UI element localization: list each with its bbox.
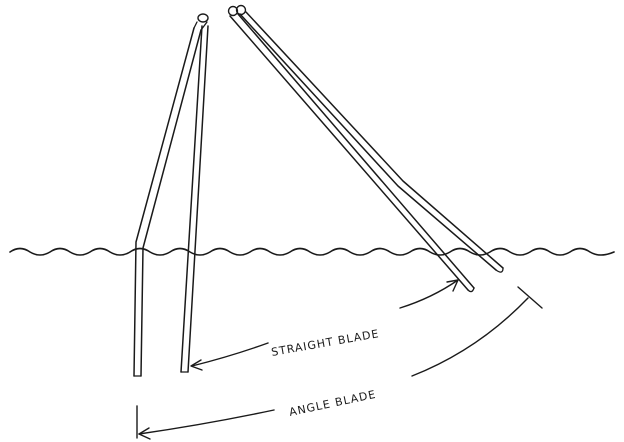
- leaning-angle-pole: [237, 6, 504, 273]
- angle-blade-grip-icon: [198, 14, 208, 22]
- angle-blade-label: ANGLE BLADE: [288, 388, 377, 419]
- water-surface-line: [10, 249, 614, 256]
- straight-blade-pole: [181, 26, 208, 372]
- straight-blade-label: STRAIGHT BLADE: [270, 327, 380, 359]
- angle-blade-pole: [134, 14, 208, 376]
- angle-blade-arc: [137, 287, 542, 439]
- straight-blade-arc: [191, 280, 458, 370]
